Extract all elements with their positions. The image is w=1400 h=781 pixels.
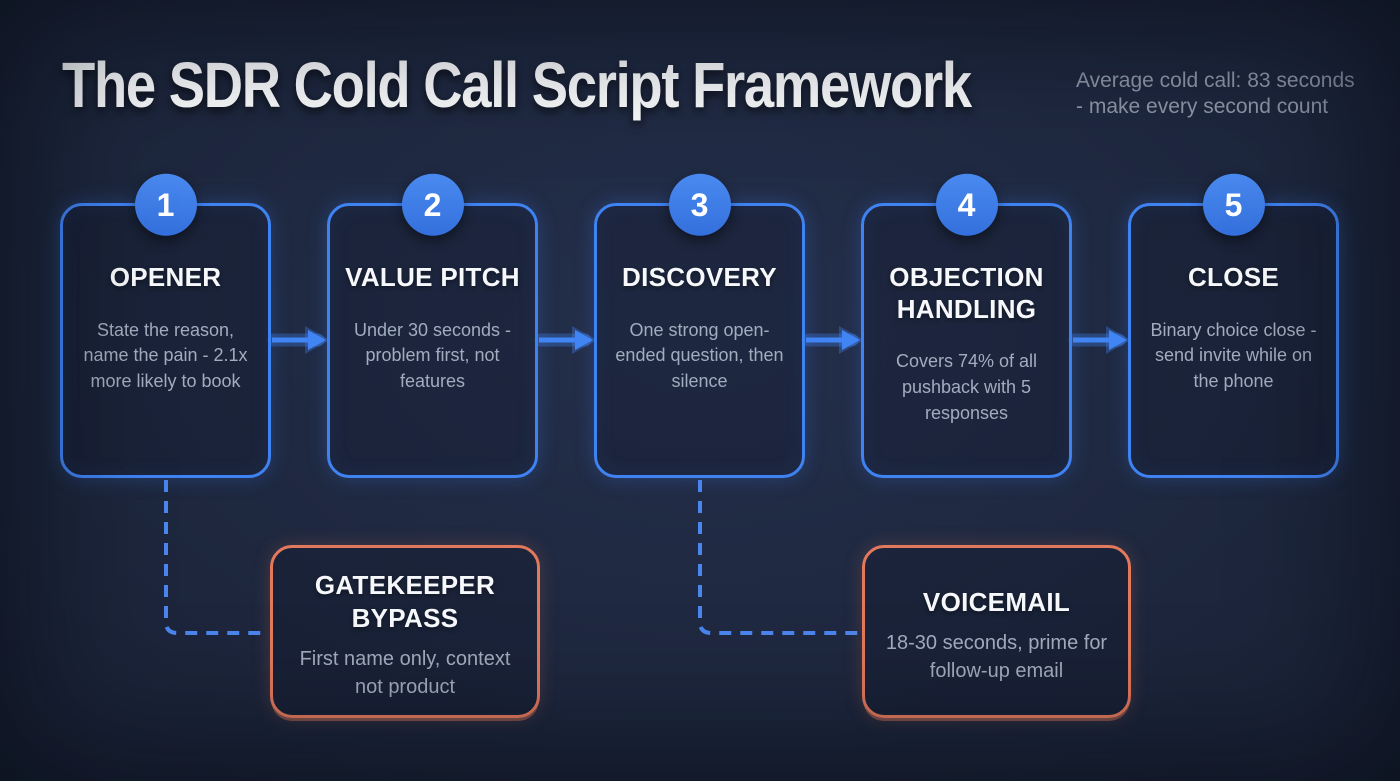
page-title: The SDR Cold Call Script Framework bbox=[62, 49, 972, 121]
branch-card-voicemail: VOICEMAIL 18-30 seconds, prime for follo… bbox=[862, 545, 1131, 718]
step-number-badge: 1 bbox=[134, 173, 197, 236]
step-card-value-pitch: 2 VALUE PITCH Under 30 seconds - problem… bbox=[327, 173, 538, 478]
branch-card-gatekeeper-bypass: GATEKEEPER BYPASS First name only, conte… bbox=[270, 545, 540, 718]
step-number: 1 bbox=[156, 186, 175, 223]
step-number: 5 bbox=[1224, 186, 1243, 223]
step-description: State the reason, name the pain - 2.1x m… bbox=[83, 319, 248, 392]
step-number: 4 bbox=[957, 186, 976, 223]
step-description: Covers 74% of all pushback with 5 respon… bbox=[895, 351, 1038, 423]
step-card-objection-handling: 4 OBJECTION HANDLING Covers 74% of all p… bbox=[861, 173, 1072, 478]
branch-title: GATEKEEPER BYPASS bbox=[314, 570, 496, 633]
arrow-value-pitch-to-discovery bbox=[534, 326, 597, 354]
step-title: OBJECTION HANDLING bbox=[889, 262, 1044, 324]
step-card-opener: 1 OPENER State the reason, name the pain… bbox=[60, 173, 271, 478]
average-call-note: Average cold call: 83 seconds - make eve… bbox=[1076, 68, 1366, 120]
step-number-badge: 3 bbox=[668, 173, 731, 236]
step-description: Under 30 seconds - problem first, not fe… bbox=[353, 319, 512, 392]
step-title: CLOSE bbox=[1187, 262, 1280, 292]
branch-title: VOICEMAIL bbox=[922, 586, 1071, 617]
step-description: One strong open-ended question, then sil… bbox=[615, 319, 784, 392]
step-number-badge: 2 bbox=[401, 173, 464, 236]
step-number-badge: 4 bbox=[935, 173, 998, 236]
branch-description: 18-30 seconds, prime for follow-up email bbox=[885, 632, 1108, 682]
dashed-connector-opener-to-gatekeeper bbox=[164, 480, 267, 635]
step-number: 2 bbox=[423, 186, 442, 223]
average-call-note-line1: Average cold call: 83 seconds bbox=[1076, 69, 1355, 92]
step-card-discovery: 3 DISCOVERY One strong open-ended questi… bbox=[594, 173, 805, 478]
arrow-discovery-to-objection-handling bbox=[801, 326, 864, 354]
step-description: Binary choice close - send invite while … bbox=[1150, 319, 1317, 392]
average-call-note-line2: - make every second count bbox=[1076, 95, 1329, 118]
arrow-opener-to-value-pitch bbox=[267, 326, 330, 354]
dashed-connector-discovery-to-voicemail bbox=[698, 480, 859, 635]
step-title: DISCOVERY bbox=[622, 262, 777, 292]
arrow-objection-handling-to-close bbox=[1068, 326, 1131, 354]
step-number: 3 bbox=[690, 186, 709, 223]
step-number-badge: 5 bbox=[1202, 173, 1265, 236]
step-card-close: 5 CLOSE Binary choice close - send invit… bbox=[1128, 173, 1339, 478]
step-title: VALUE PITCH bbox=[345, 262, 520, 292]
step-title: OPENER bbox=[109, 262, 222, 292]
branch-description: First name only, context not product bbox=[299, 648, 511, 698]
